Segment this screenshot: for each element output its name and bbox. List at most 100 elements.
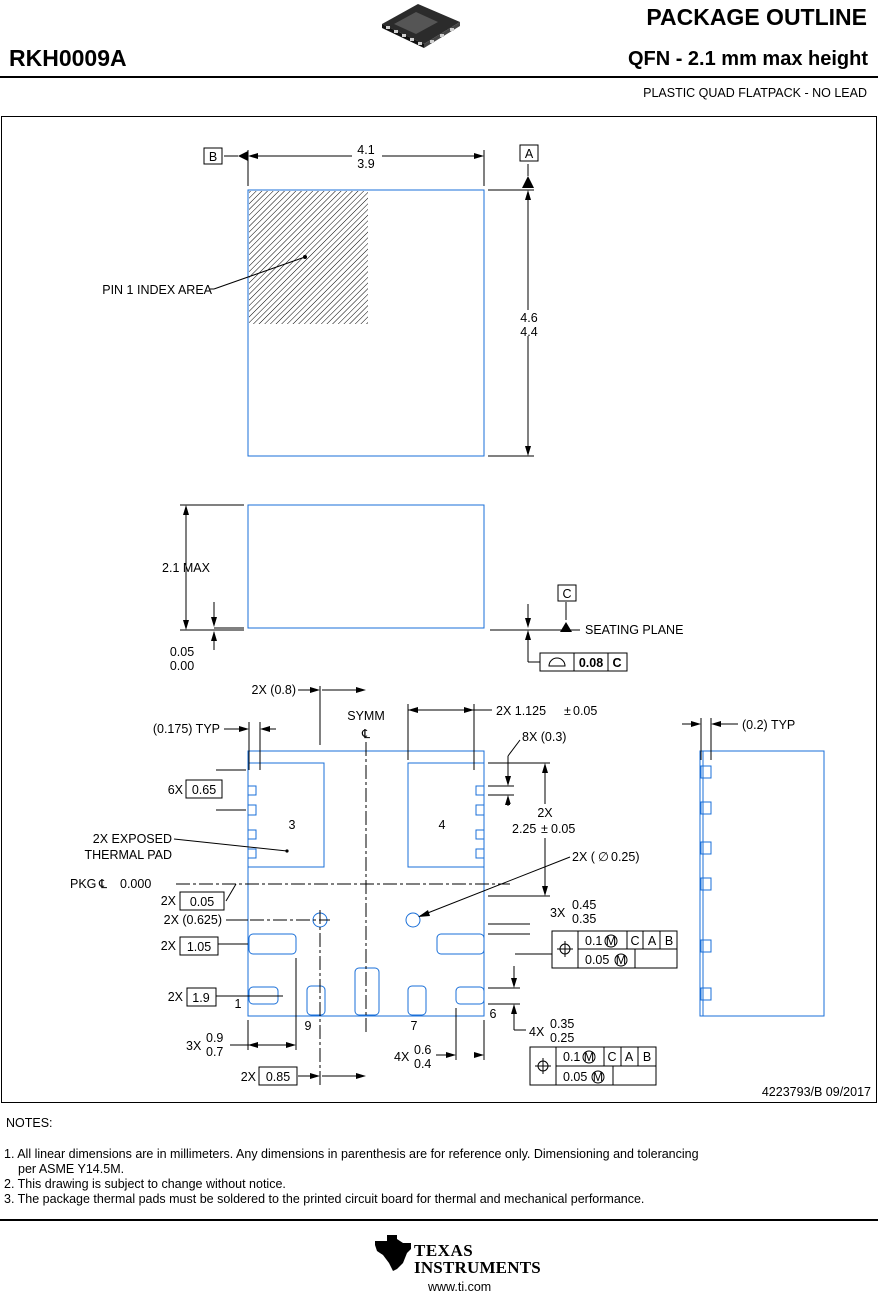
datum-a-box — [519, 144, 539, 162]
dim-2x-1-125: 2X 1.125 — [496, 704, 546, 718]
dim-1-9: 1.9 — [192, 991, 209, 1005]
standoff-max: 0.05 — [170, 645, 194, 659]
dim-2x-0-85-label: 2X — [241, 1070, 257, 1084]
package-type: QFN - 2.1 mm max height — [627, 48, 868, 70]
fcf1-datum-b: B — [665, 934, 673, 948]
dim-1-05: 1.05 — [187, 940, 211, 954]
fcf1-datum-c: C — [630, 934, 639, 948]
datum-b-box — [203, 147, 223, 165]
dim-0-45: 0.45 — [572, 898, 596, 912]
basic-box-1-9 — [186, 987, 217, 1007]
note-2: 2. This drawing is subject to change wit… — [4, 1177, 286, 1191]
dim-0-35b: 0.35 — [550, 1017, 574, 1031]
package-description: PLASTIC QUAD FLATPACK - NO LEAD — [643, 86, 867, 100]
thermal-pad-4 — [407, 762, 485, 868]
fcf1-datum-a: A — [648, 934, 657, 948]
datum-a: A — [525, 147, 534, 161]
standoff-min: 0.00 — [170, 659, 194, 673]
dim-0-25: 0.25) — [611, 850, 640, 864]
svg-text:M: M — [584, 1050, 594, 1064]
page-title: PACKAGE OUTLINE — [646, 4, 867, 30]
pkg-label: PKG — [70, 877, 96, 891]
dim-2x-0-25: 2X ( — [572, 850, 596, 864]
dim-2x-0-8: 2X (0.8) — [252, 683, 296, 697]
pkg-value: 0.000 — [120, 877, 151, 891]
datum-c-box — [557, 584, 577, 602]
svg-text:±: ± — [541, 822, 548, 836]
datum-c: C — [562, 587, 571, 601]
right-view-body — [699, 750, 825, 1017]
dim-0-2-typ: (0.2) TYP — [742, 718, 795, 732]
dim-2x-label: 2X — [537, 806, 553, 820]
flatness-datum: C — [612, 656, 621, 670]
dim-0-9: 0.9 — [206, 1031, 223, 1045]
dim-2-25: 2.25 — [512, 822, 536, 836]
dim-0-35: 0.35 — [572, 912, 596, 926]
width-min: 3.9 — [357, 157, 374, 171]
height-min: 4.4 — [520, 325, 537, 339]
drawing-id: 4223793/B 09/2017 — [762, 1085, 871, 1099]
dim-0-6: 0.6 — [414, 1043, 431, 1057]
ti-logo-line1: TEXAS — [414, 1241, 474, 1260]
seating-plane-label: SEATING PLANE — [585, 623, 683, 637]
basic-box-1-05 — [179, 936, 219, 956]
pin1-index-area — [249, 191, 368, 324]
pin-9-label: 9 — [305, 1019, 312, 1033]
note-1a: 1. All linear dimensions are in millimet… — [4, 1147, 699, 1161]
pin-7-label: 7 — [411, 1019, 418, 1033]
qfn-package-icon — [380, 2, 462, 48]
ti-state-logo-icon: ti — [373, 1233, 413, 1273]
symm-label: SYMM — [347, 709, 385, 723]
fcf2-datum-a: A — [625, 1050, 634, 1064]
header-rule — [0, 76, 878, 78]
fcf2-datum-c: C — [607, 1050, 616, 1064]
basic-box-0-65 — [185, 779, 223, 799]
dim-0-4: 0.4 — [414, 1057, 431, 1071]
pin-1-label: 1 — [235, 997, 242, 1011]
dim-0-7: 0.7 — [206, 1045, 223, 1059]
datum-b: B — [209, 150, 217, 164]
dim-0-05: 0.05 — [190, 895, 214, 909]
basic-box-0-05 — [179, 891, 225, 911]
height-max: 4.6 — [520, 311, 537, 325]
pkg-centerline-icon: ℄ — [98, 877, 108, 891]
footer-url[interactable]: www.ti.com — [428, 1280, 492, 1294]
thermal-pad-3 — [247, 762, 325, 868]
exposed-pad-label-1: 2X EXPOSED — [93, 832, 172, 846]
dim-4x-label: 4X — [529, 1025, 545, 1039]
dim-8x-0-3: 8X (0.3) — [522, 730, 566, 744]
pin-6-label: 6 — [490, 1007, 497, 1021]
dim-0-175-typ: (0.175) TYP — [153, 722, 220, 736]
footer-rule — [0, 1219, 878, 1221]
basic-box-0-85 — [258, 1066, 298, 1086]
svg-text:±: ± — [564, 704, 571, 718]
note-3: 3. The package thermal pads must be sold… — [4, 1192, 645, 1206]
drawing-frame — [1, 116, 877, 1103]
dim-2x-0-625: 2X (0.625) — [164, 913, 222, 927]
ti-logo-line2: INSTRUMENTS — [414, 1258, 541, 1277]
package-drawing: PIN 1 INDEX AREA B 4.1 3.9 A 4.6 4.4 2.1… — [70, 143, 871, 1099]
dim-6x: 6X — [168, 783, 184, 797]
dim-1-125-tol: 0.05 — [573, 704, 597, 718]
dim-0-65: 0.65 — [192, 783, 216, 797]
dim-4x-0-6-label: 4X — [394, 1050, 410, 1064]
dim-3x-0-9-label: 3X — [186, 1039, 202, 1053]
diameter-icon: ∅ — [598, 850, 609, 864]
dim-0-85: 0.85 — [266, 1070, 290, 1084]
pin1-index-label: PIN 1 INDEX AREA — [102, 283, 212, 297]
fcf2-datum-b: B — [643, 1050, 651, 1064]
pad-3-label: 3 — [289, 818, 296, 832]
pad-4-label: 4 — [439, 818, 446, 832]
top-view-body — [247, 189, 485, 457]
symm-centerline-icon: ℄ — [361, 727, 371, 741]
fcf1-tol2: 0.05 — [585, 953, 609, 967]
svg-text:ti: ti — [388, 1246, 396, 1260]
part-number: RKH0009A — [9, 45, 127, 71]
dim-2-25-tol: 0.05 — [551, 822, 575, 836]
fcf2-tol2: 0.05 — [563, 1070, 587, 1084]
side-view-body — [247, 504, 485, 629]
side-height-label: 2.1 MAX — [162, 561, 211, 575]
svg-text:M: M — [606, 934, 616, 948]
width-max: 4.1 — [357, 143, 374, 157]
fcf2-tol: 0.1 — [563, 1050, 580, 1064]
